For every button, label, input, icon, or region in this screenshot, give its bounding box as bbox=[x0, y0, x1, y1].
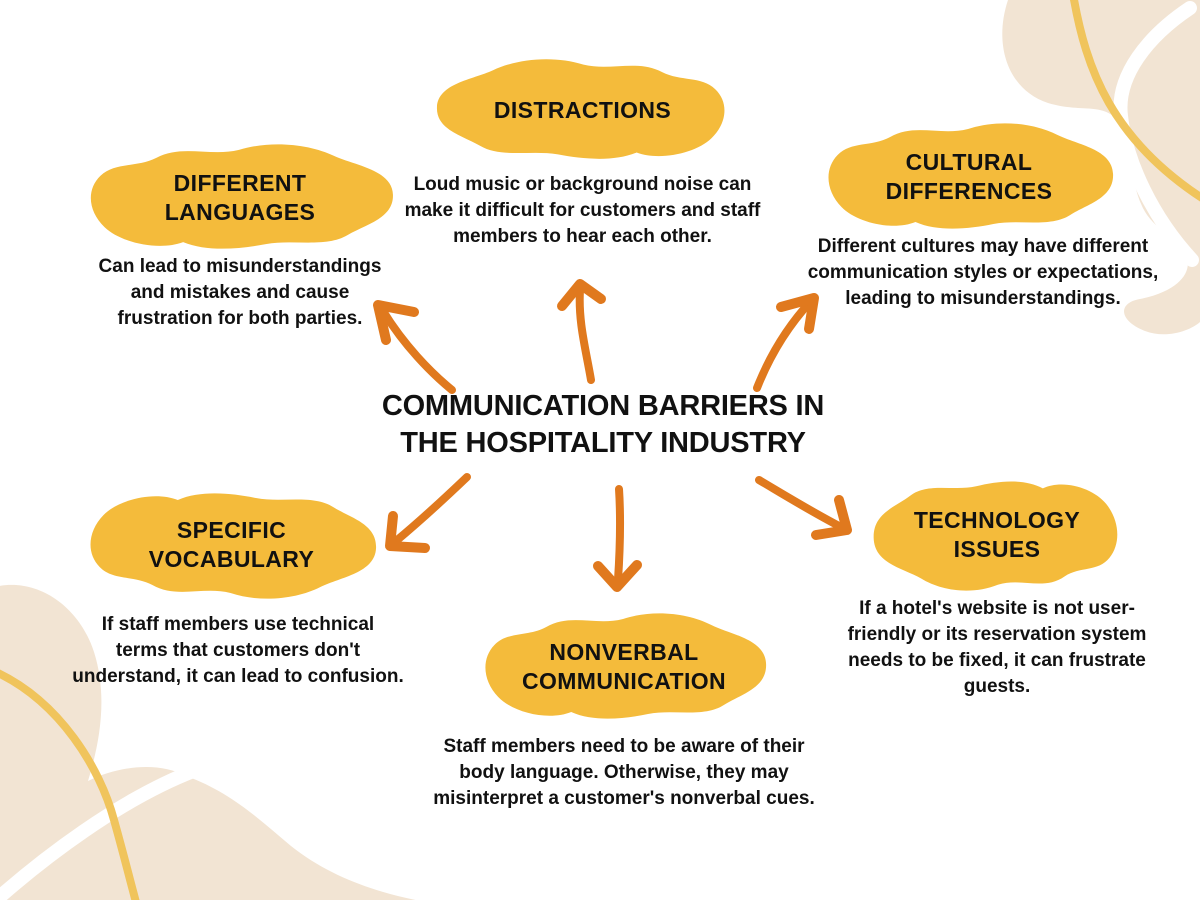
node-description: Can lead to misunderstandings and mistak… bbox=[98, 256, 382, 329]
white-swoosh-bottom-left bbox=[0, 763, 203, 900]
arrow-down-right-icon bbox=[755, 476, 852, 540]
node-title: TECHNOLOGY ISSUES bbox=[913, 507, 1081, 562]
node-description: Staff members need to be aware of their … bbox=[433, 736, 815, 809]
node-title: SPECIFIC VOCABULARY bbox=[148, 517, 315, 572]
node-cultural-differences: CULTURAL DIFFERENCES Different cultures … bbox=[808, 122, 1158, 322]
node-nonverbal-communication: NONVERBAL COMMUNICATION Staff members ne… bbox=[433, 612, 815, 822]
node-description: Loud music or background noise can make … bbox=[404, 174, 761, 247]
node-title: NONVERBAL COMMUNICATION bbox=[521, 639, 727, 694]
node-distractions: DISTRACTIONS Loud music or background no… bbox=[405, 58, 760, 258]
node-title: DIFFERENT LANGUAGES bbox=[164, 169, 316, 225]
blob-shape bbox=[485, 613, 767, 719]
node-different-languages: DIFFERENT LANGUAGES Can lead to misunder… bbox=[85, 143, 395, 353]
blob-shape bbox=[436, 59, 725, 159]
node-title: DISTRACTIONS bbox=[493, 96, 672, 123]
node-technology-issues: TECHNOLOGY ISSUES If a hotel's website i… bbox=[848, 478, 1146, 718]
node-description: If staff members use technical terms tha… bbox=[72, 614, 404, 687]
blob-shape bbox=[90, 144, 393, 249]
page-title: COMMUNICATION BARRIERS IN THE HOSPITALIT… bbox=[381, 390, 825, 459]
node-title: CULTURAL DIFFERENCES bbox=[885, 149, 1053, 204]
node-specific-vocabulary: SPECIFIC VOCABULARY If staff members use… bbox=[72, 490, 404, 700]
node-description: Different cultures may have different co… bbox=[807, 236, 1159, 309]
arrow-down-icon bbox=[593, 485, 642, 592]
yellow-curve-bottom-left bbox=[0, 669, 140, 900]
arrow-down-left-icon bbox=[385, 473, 471, 553]
blob-shape bbox=[90, 493, 377, 599]
blob-shape bbox=[873, 481, 1118, 591]
white-swoosh-top-right bbox=[1113, 1, 1199, 267]
node-description: If a hotel's website is not user- friend… bbox=[847, 598, 1147, 697]
arrow-up-icon bbox=[557, 279, 606, 384]
